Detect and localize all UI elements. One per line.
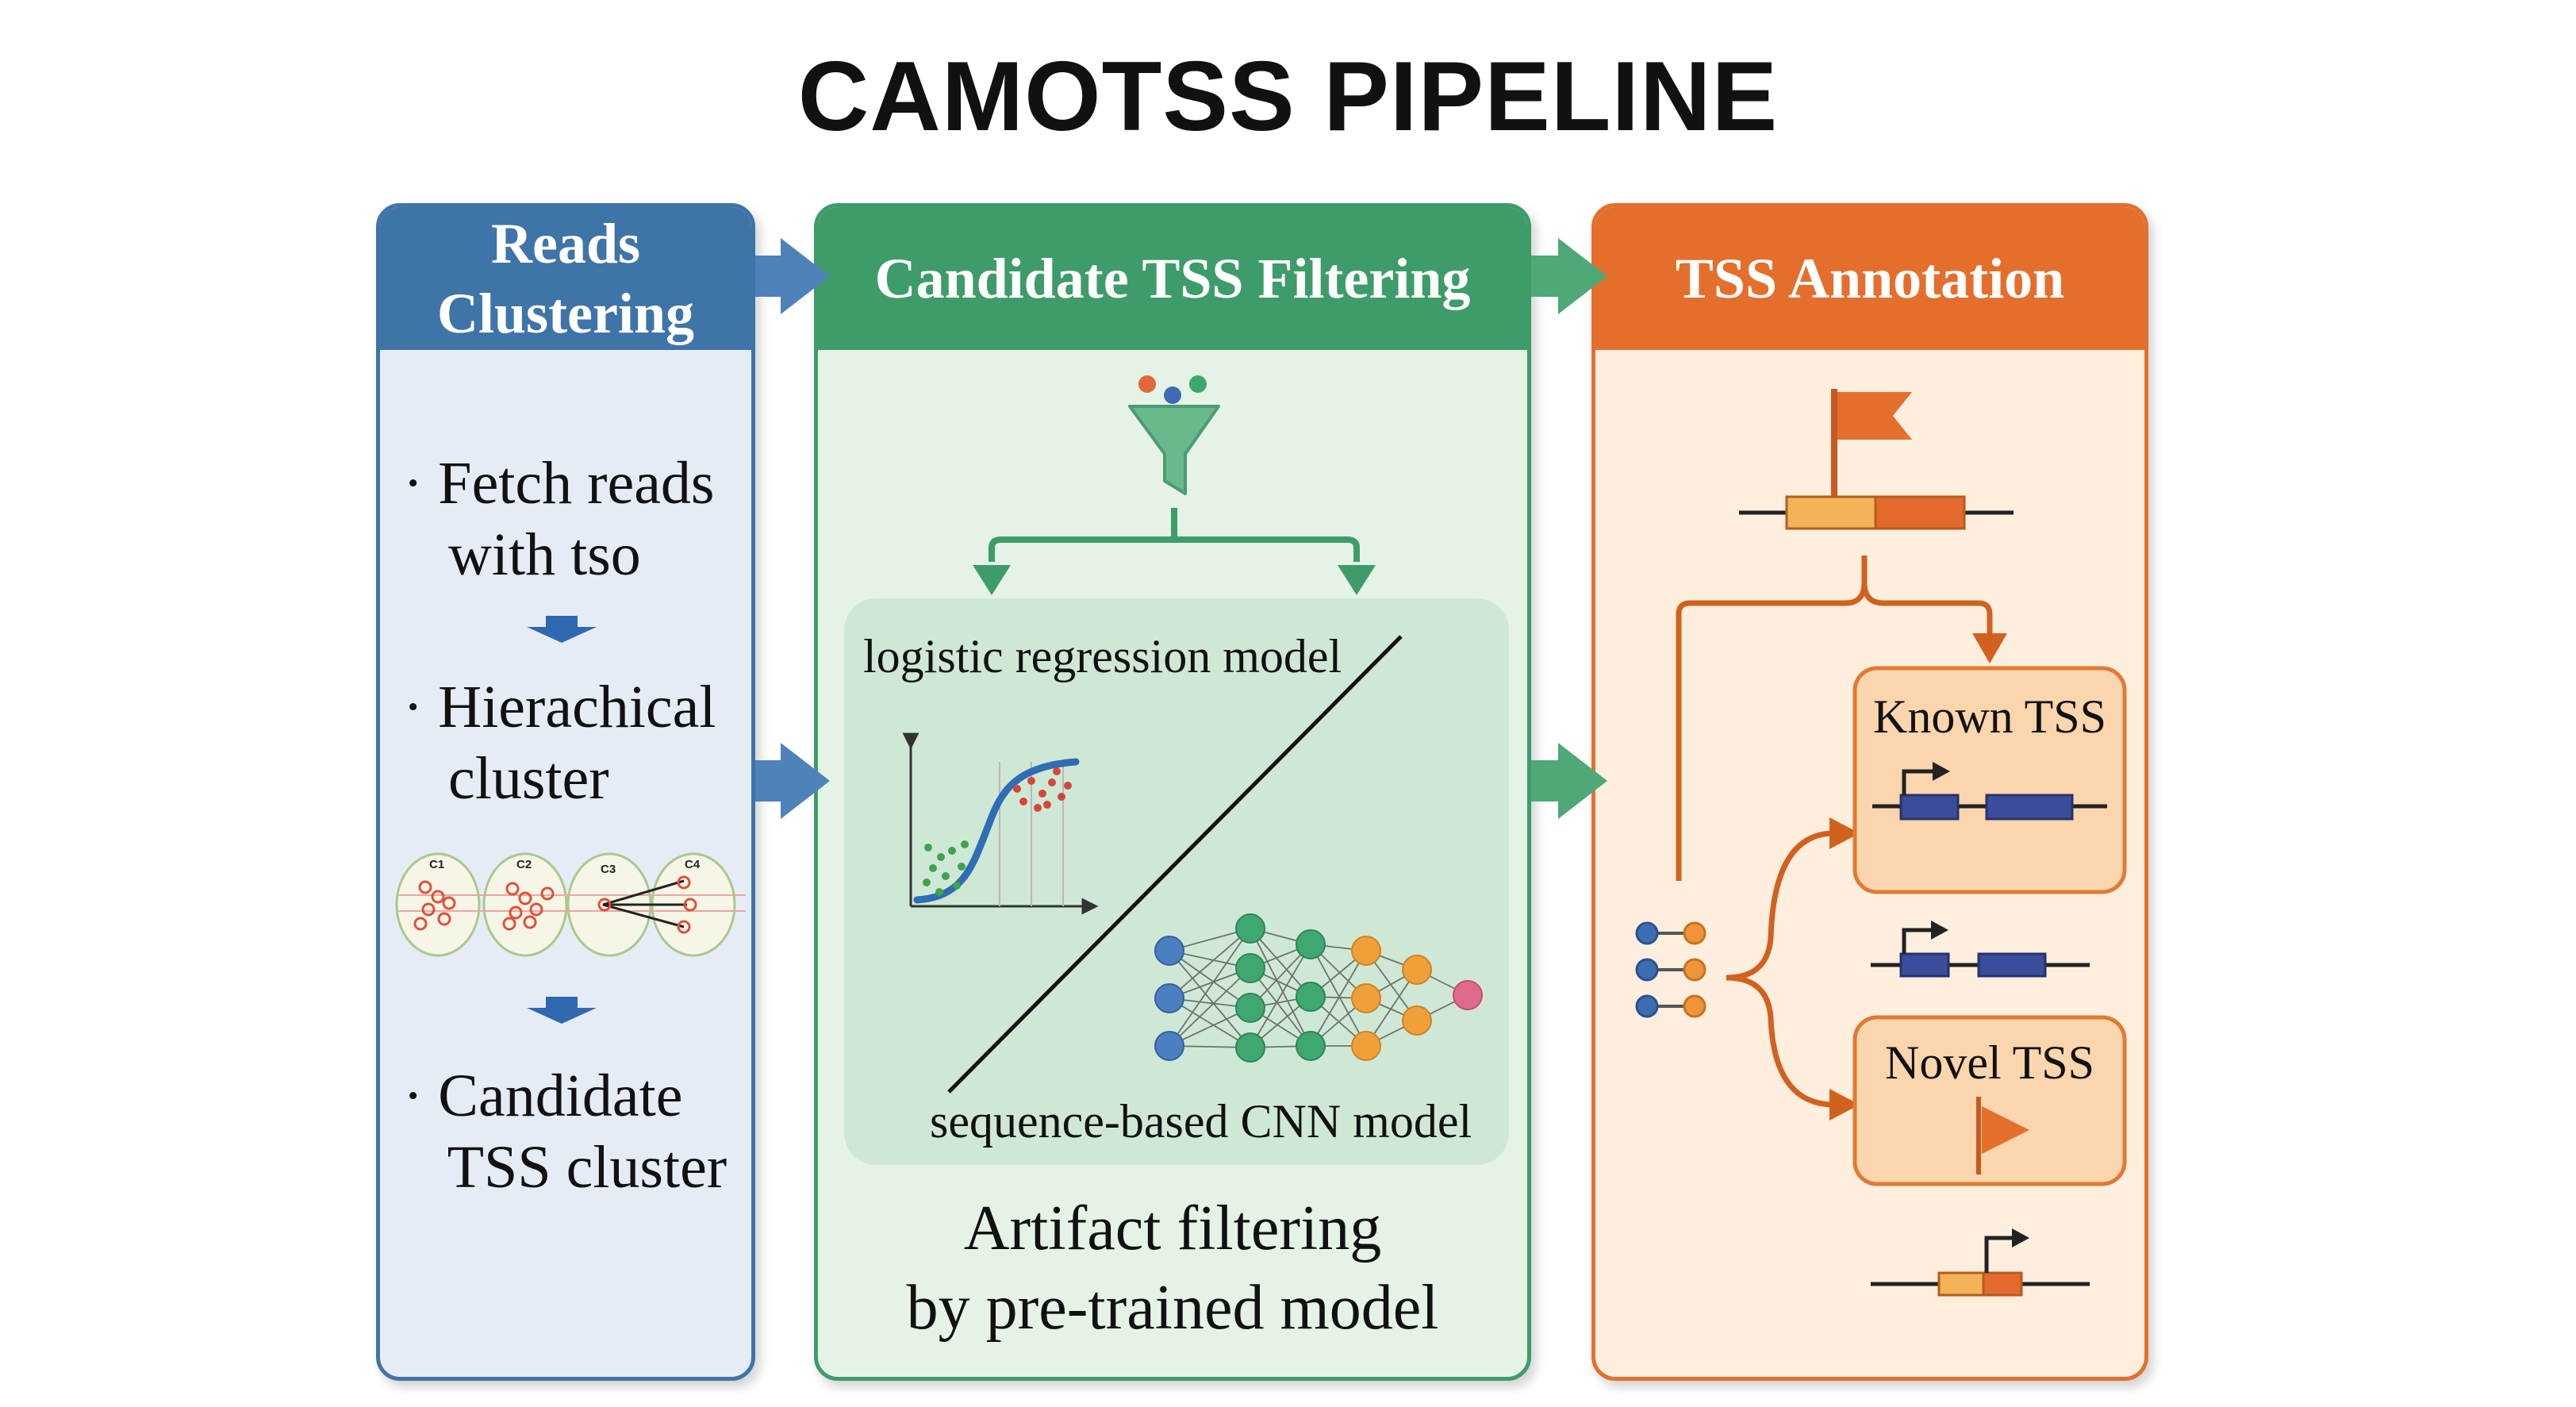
annotation-connector [1676, 555, 1993, 1108]
step-fetch-reads: · Fetch reads with tso [403, 450, 715, 588]
logistic-regression-label: logistic regression model [863, 630, 1342, 682]
arrowhead-icon [973, 565, 1011, 595]
novel-tss-box [1852, 1015, 2127, 1186]
panel-reads-clustering: Reads Clustering [376, 203, 755, 1381]
neural-network-icon [1154, 913, 1483, 1063]
connector-arrow-top-2 [1531, 238, 1607, 314]
gene-track-top [1739, 495, 2014, 530]
down-arrow-icon [527, 997, 597, 1024]
connector-arrow-mid-1 [755, 743, 830, 819]
funnel-icon [1128, 375, 1220, 495]
cluster-label-c2: C2 [516, 858, 532, 871]
gene-track-bottom [1871, 1228, 2090, 1297]
model-comparison-box [844, 598, 1509, 1165]
flag-icon [1976, 1097, 2029, 1174]
arrowhead-icon [1338, 565, 1376, 595]
arrowhead-icon [1829, 1089, 1860, 1121]
flag-icon [1831, 389, 1912, 500]
connector-arrow-mid-2 [1531, 743, 1607, 819]
candidate-nodes-icon [1635, 921, 1706, 1018]
funnel-split-connector [989, 508, 1360, 562]
panel-title-tss-annotation: TSS Annotation [1595, 207, 2144, 350]
novel-tss-label: Novel TSS [1885, 1036, 2094, 1089]
panel-title-candidate-tss-filtering: Candidate TSS Filtering [818, 207, 1527, 350]
arrowhead-icon [1972, 633, 2007, 663]
cnn-model-label: sequence-based CNN model [930, 1095, 1472, 1148]
sigmoid-plot-icon [902, 732, 1099, 915]
known-tss-label: Known TSS [1873, 690, 2106, 743]
known-tss-box [1852, 666, 2127, 894]
artifact-filtering-caption: Artifact filtering by pre-trained model [906, 1194, 1439, 1343]
cluster-label-c3: C3 [601, 863, 616, 876]
read-cluster-icon [395, 852, 746, 957]
panel-title-reads-clustering: Reads Clustering [380, 207, 751, 350]
down-arrow-icon [527, 616, 597, 643]
diagram-title: CAMOTSS PIPELINE [797, 42, 1779, 152]
arrowhead-icon [1829, 817, 1860, 849]
cluster-label-c1: C1 [429, 858, 444, 871]
step-hierarchical-cluster: · Hierachical cluster [403, 674, 716, 812]
cluster-label-c4: C4 [685, 858, 701, 871]
promoter-arrow-icon [1871, 921, 2090, 978]
step-candidate-tss-cluster: · Candidate TSS cluster [403, 1063, 727, 1201]
connector-arrow-top-1 [755, 238, 830, 314]
promoter-arrow-icon [1872, 762, 2107, 821]
diagonal-divider [947, 635, 1403, 1094]
